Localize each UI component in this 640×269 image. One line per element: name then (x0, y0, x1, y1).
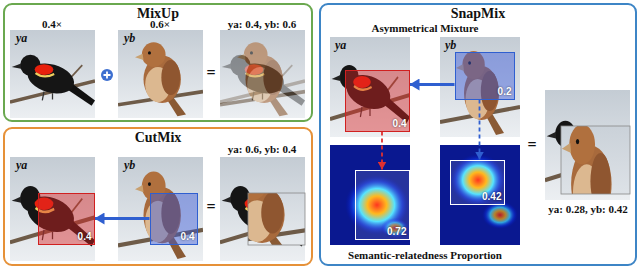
mix-arrow (95, 217, 150, 220)
mix-arrow (410, 83, 455, 86)
mixup-images-part (10, 30, 95, 118)
mix-arrow (479, 100, 481, 160)
panel-title: SnapMix (321, 6, 635, 22)
heatmaps (330, 145, 520, 245)
image-label: ya (16, 32, 27, 45)
heatmaps-part (330, 145, 410, 245)
heatmaps-part (482, 201, 518, 229)
snapmix-images (330, 37, 636, 246)
proportion-value: 0.72 (387, 226, 408, 239)
cutmix-images-part (10, 157, 95, 261)
image-label: yb (124, 159, 135, 172)
mixup-images-part (101, 69, 113, 81)
image-label: ya (16, 159, 27, 172)
patch-box: 0.4 (150, 193, 198, 245)
heatmaps-part (450, 154, 506, 206)
annotation: Asymmetrical Mixture (371, 22, 478, 34)
mix-arrow (381, 132, 383, 170)
mixup-images (10, 30, 305, 118)
annotation: ya: 0.4, yb: 0.6 (228, 18, 296, 30)
image-label: ya (335, 39, 346, 52)
heatmaps-part (440, 145, 520, 245)
proportion-value: 0.4 (181, 231, 197, 244)
annotation: = (206, 64, 215, 82)
annotation: 0.4× (42, 18, 62, 30)
cutmix-images (10, 157, 311, 261)
cutmix-images-part-part (209, 157, 311, 261)
proportion-value: 0.4 (393, 118, 409, 131)
heatmap-box: 0.42 (450, 160, 505, 205)
patch-box: 0.2 (455, 52, 515, 100)
annotation: = (527, 136, 536, 154)
cutmix-images-part (248, 193, 305, 245)
snapmix-images-part (561, 126, 630, 194)
annotation: 0.6× (150, 18, 170, 30)
mixup-images-part (220, 30, 305, 118)
heatmap-box: 0.72 (355, 170, 410, 240)
mixup-images-part (118, 30, 203, 118)
image-label: yb (124, 32, 135, 45)
cutmix-images-part (209, 157, 311, 261)
patch-box: 0.4 (38, 193, 95, 245)
snapmix-images-part (330, 37, 410, 137)
snapmix-images-part (544, 105, 636, 247)
proportion-value: 0.4 (78, 231, 94, 244)
cutmix-images-part (118, 157, 203, 261)
annotation: ya: 0.28, yb: 0.42 (548, 203, 627, 215)
mixup-images-part (220, 30, 305, 118)
snapmix-panel: 0.4 0.2 0.72 0.42 SnapMix (319, 3, 637, 266)
mixup-images-part (104, 72, 111, 79)
patch-box: 0.4 (345, 70, 410, 132)
proportion-value: 0.42 (482, 191, 503, 204)
annotation: = (206, 198, 215, 216)
annotation: Semantic-relatedness Proportion (348, 249, 502, 261)
snapmix-images-part-part (544, 105, 636, 247)
proportion-value: 0.2 (498, 86, 514, 99)
annotation: ya: 0.6, yb: 0.4 (228, 143, 296, 155)
image-label: yb (445, 39, 456, 52)
